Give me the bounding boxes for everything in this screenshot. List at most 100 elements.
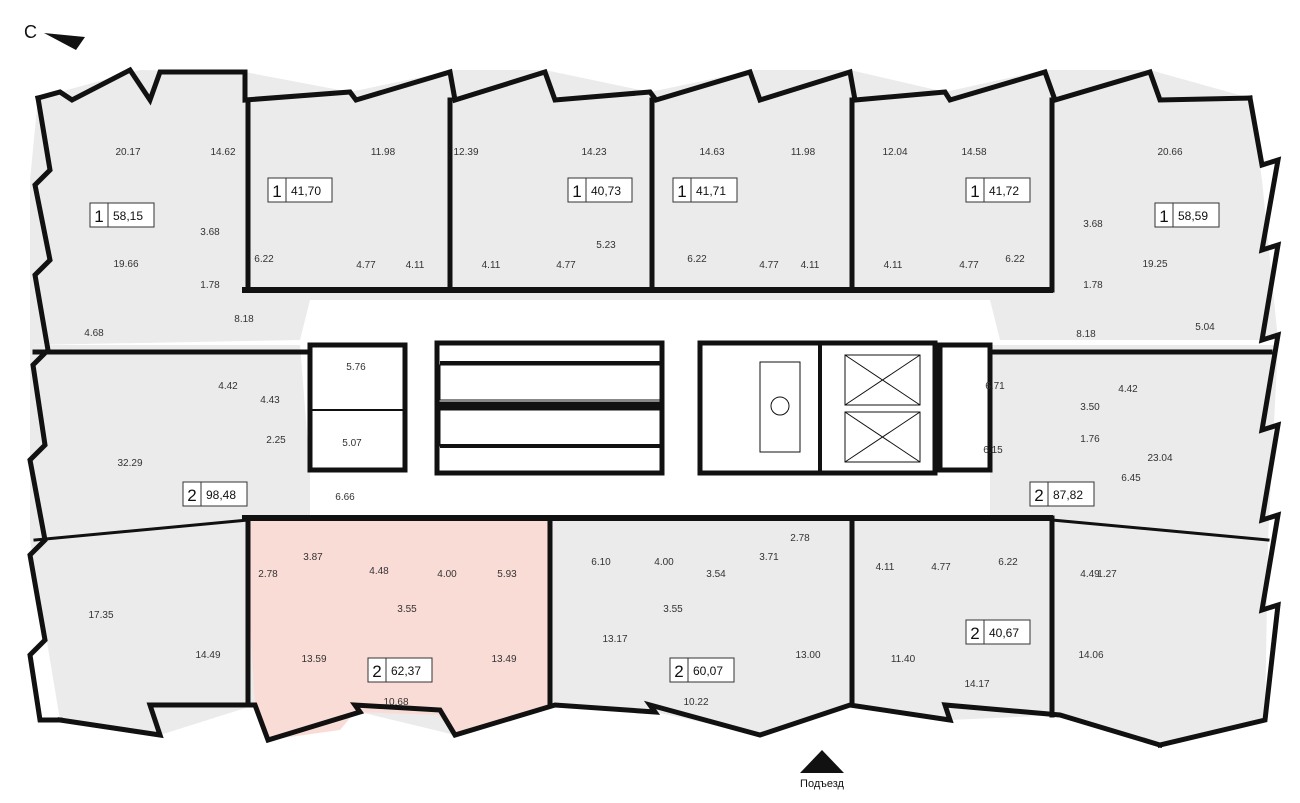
stair-flight-upper <box>439 364 661 401</box>
room-area-label: 23.04 <box>1147 453 1172 464</box>
room-area-label: 4.00 <box>654 557 674 568</box>
elevator-cross-2b <box>844 411 921 463</box>
room-fills <box>30 70 1278 745</box>
apartment-badge-frame <box>669 657 735 683</box>
room-area-label: 4.49 <box>1080 569 1100 580</box>
apartment-area: 40,73 <box>591 184 621 198</box>
north-arrow-icon <box>44 33 85 50</box>
stair-flight-middle <box>439 401 661 411</box>
room-area-label: 19.25 <box>1142 259 1167 270</box>
room-area-label: 19.66 <box>113 259 138 270</box>
apartment-rooms: 1 <box>272 182 281 201</box>
apartment-badge-frame <box>965 177 1031 203</box>
outer-wall-bottom <box>57 700 1164 749</box>
room-area-label: 14.17 <box>964 679 989 690</box>
room-area-label: 3.50 <box>1080 402 1100 413</box>
room-area-label: 11.98 <box>371 147 396 158</box>
room-area-label: 4.11 <box>406 260 425 271</box>
apartment-area: 41,71 <box>696 184 726 198</box>
room-area-label: 14.06 <box>1078 650 1103 661</box>
entrance-label: Подъезд <box>800 778 845 790</box>
room-area-label: 12.04 <box>882 147 907 158</box>
apartment-rooms: 1 <box>970 182 979 201</box>
compass-label: С <box>24 22 37 42</box>
room-area-label: 6.22 <box>687 254 707 265</box>
apartment-area: 60,07 <box>693 664 723 678</box>
room-area-label: 17.35 <box>88 610 113 621</box>
room-area-label: 10.22 <box>683 697 708 708</box>
room-area-label: 3.68 <box>1083 219 1103 230</box>
apartment-badge-frame <box>1029 481 1095 507</box>
entrance-triangle-icon <box>800 750 844 773</box>
apartment-area: 62,37 <box>391 664 421 678</box>
room-area-label: 2.78 <box>258 569 278 580</box>
room-area-label: 6.22 <box>1005 254 1025 265</box>
apartment-badge-frame <box>672 177 738 203</box>
room-area-label: 4.11 <box>482 260 501 271</box>
room-area-label: 12.39 <box>453 147 478 158</box>
room-area-label: 4.42 <box>218 381 238 392</box>
apartment-badge-frame <box>1154 202 1220 228</box>
room-area-label: 4.77 <box>931 562 951 573</box>
room-area-label: 1.76 <box>1080 434 1100 445</box>
room-area-label: 13.49 <box>491 654 516 665</box>
room-area-label: 4.42 <box>1118 384 1138 395</box>
room-area-label: 3.71 <box>759 552 779 563</box>
room-area-label: 20.17 <box>115 147 140 158</box>
room-area-label: 1.78 <box>200 280 220 291</box>
room-area-label: 11.40 <box>891 654 916 665</box>
accessibility-icon <box>770 396 790 416</box>
room-area-label: 4.11 <box>801 260 820 271</box>
elevator-cross-1b <box>844 354 921 406</box>
room-area-label: 5.04 <box>1195 322 1215 333</box>
apartment-rooms: 2 <box>970 624 979 643</box>
room-area-label: 4.68 <box>84 328 104 339</box>
room-area-label: 4.11 <box>876 562 895 573</box>
apartment-badge-frame <box>182 481 248 507</box>
room-area-label: 11.98 <box>791 147 816 158</box>
walls <box>27 66 1282 749</box>
room-area-label: 20.66 <box>1157 147 1182 158</box>
room-area-label: 5.07 <box>342 438 362 449</box>
room-area-label: 32.29 <box>117 458 142 469</box>
apartment-area: 98,48 <box>206 488 236 502</box>
room-area-label: 10.68 <box>383 697 408 708</box>
room-area-label: 2.78 <box>790 533 810 544</box>
apartment-rooms: 2 <box>187 486 196 505</box>
room-area-label: 6.45 <box>1121 473 1141 484</box>
elevators <box>759 354 921 463</box>
elevator-shaft-1 <box>844 354 921 406</box>
room-area-label: 14.63 <box>699 147 724 158</box>
room-area-label: 8.18 <box>1076 329 1096 340</box>
room-area-label: 6.66 <box>335 492 355 503</box>
apartment-rooms: 1 <box>94 207 103 226</box>
stair-flight-lower <box>439 409 661 447</box>
room-area-label: 13.17 <box>602 634 627 645</box>
stair-block <box>434 340 665 476</box>
room-area-label: 14.23 <box>581 147 606 158</box>
left-middle-fill <box>30 345 380 540</box>
room-area-label: 6.22 <box>998 557 1018 568</box>
outer-wall-right <box>1156 95 1282 749</box>
apartment-area: 41,72 <box>989 184 1019 198</box>
room-area-label: 6.15 <box>983 445 1003 456</box>
apartment-badge-frame <box>965 619 1031 645</box>
apartment-badge-frame <box>367 657 433 683</box>
room-area-label: 3.55 <box>397 604 417 615</box>
core-wall-left-block <box>307 342 408 473</box>
room-area-label: 13.00 <box>795 650 820 661</box>
room-area-label: 5.93 <box>497 569 517 580</box>
